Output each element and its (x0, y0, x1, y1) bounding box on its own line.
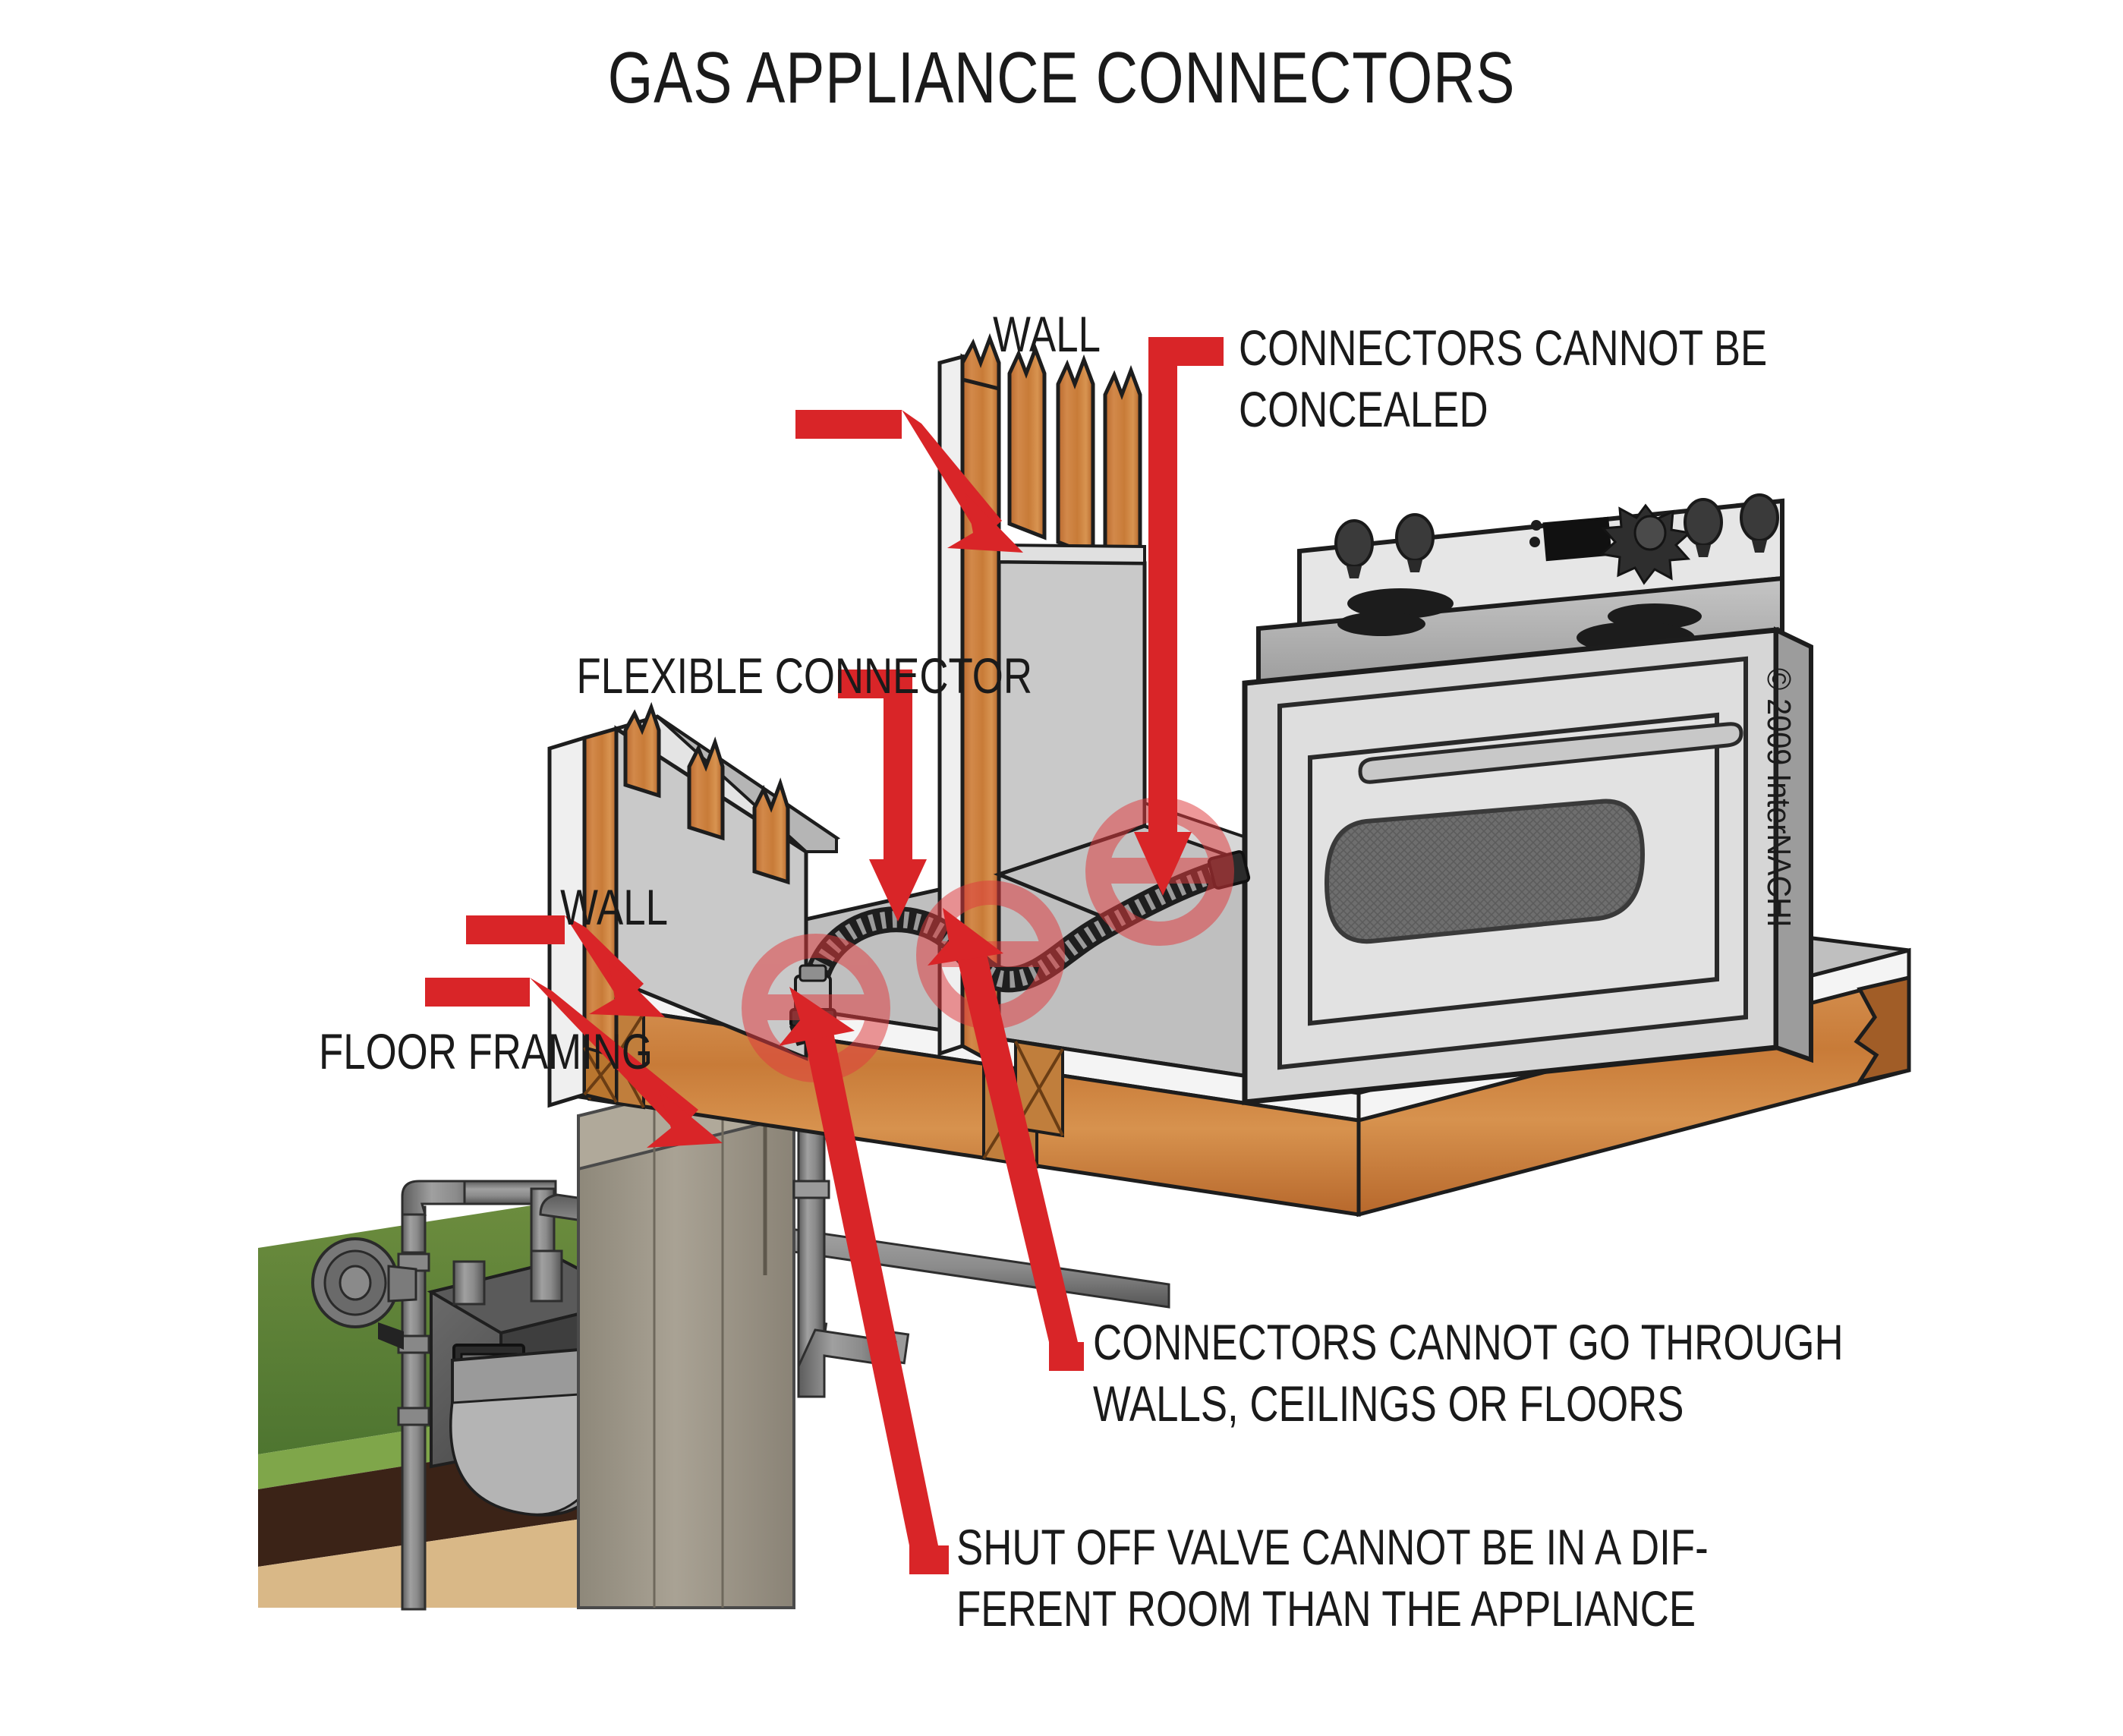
pointer-floor-framing (425, 978, 723, 1148)
range-knob (1334, 519, 1374, 578)
range-knob (1395, 513, 1435, 572)
pointer-through-walls (928, 908, 1084, 1371)
exterior-valve-handle (378, 1322, 404, 1350)
pointer-connectors-concealed (1134, 337, 1224, 896)
pointer-wall-lower (466, 915, 665, 1017)
electric-range (1242, 493, 1813, 1105)
copyright-notice: © 2009 InterNACHI (1760, 668, 1797, 928)
right-wall-stud (1103, 364, 1142, 575)
pointer-shutoff-valve (779, 987, 949, 1574)
label-floor-framing: FLOOR FRAMING (318, 1023, 653, 1079)
leader-arrows (425, 337, 1224, 1574)
label-flexible-connector: FLEXIBLE CONNECTOR (576, 647, 1033, 704)
display-indicator (1531, 520, 1542, 531)
right-wall-stud (1007, 343, 1047, 540)
right-wall-drywall-panel-top (997, 543, 1146, 566)
pointer-flexible-connector (838, 670, 927, 922)
range-knob (1684, 498, 1723, 557)
page-title: GAS APPLIANCE CONNECTORS (607, 37, 1516, 118)
range-knob (1740, 493, 1779, 553)
pointer-wall-upper (795, 410, 1023, 553)
pipe-coupling (397, 1407, 430, 1426)
label-connectors-through-walls: CONNECTORS CANNOT GO THROUGH WALLS, CEIL… (1093, 1314, 1844, 1432)
riser-coupling (792, 1180, 830, 1199)
label-shutoff-valve: SHUT OFF VALVE CANNOT BE IN A DIF- FEREN… (956, 1519, 1709, 1637)
sand-layer (258, 1506, 668, 1608)
gas-regulator (311, 1237, 417, 1328)
range-timer-dial (1599, 503, 1693, 585)
label-wall-upper: WALL (993, 306, 1101, 362)
left-wall-studs (623, 701, 790, 885)
display-indicator (1529, 537, 1540, 547)
label-connectors-concealed: CONNECTORS CANNOT BE CONCEALED (1239, 320, 1768, 437)
oven-door-handle (1358, 722, 1743, 784)
rim-joist-break (1854, 975, 1911, 1085)
oven-window (1324, 799, 1646, 944)
connector-ribs (805, 865, 1222, 1001)
range-side-panel (1774, 626, 1813, 1063)
range-burner (1337, 612, 1425, 636)
label-wall-lower: WALL (560, 879, 668, 935)
right-wall-stud (1056, 354, 1095, 559)
range-burner (1347, 588, 1454, 619)
